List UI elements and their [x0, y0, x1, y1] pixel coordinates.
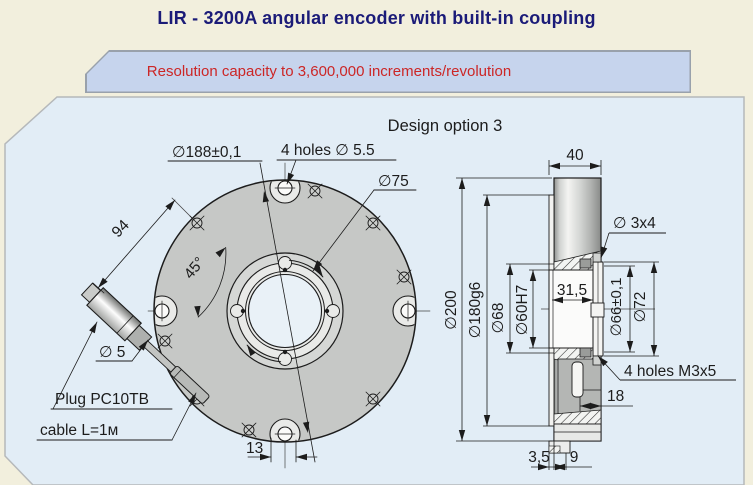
screw-top	[579, 258, 592, 269]
svg-text:40: 40	[566, 147, 584, 164]
hatch-bottom	[553, 347, 602, 372]
label-dia3x4: ∅ 3x4	[597, 215, 666, 259]
dim-31-5: 31,5	[552, 282, 593, 304]
svg-text:13: 13	[246, 440, 263, 457]
lower-interior	[557, 358, 602, 415]
svg-text:31,5: 31,5	[557, 282, 587, 299]
dim-dia60: ∅60H7	[514, 269, 549, 349]
dim-dia188: ∅188±0,1	[167, 144, 316, 463]
interior-slot	[571, 361, 584, 398]
svg-text:Plug PC10TB: Plug PC10TB	[55, 391, 149, 408]
resolution-banner-fill: Resolution capacity to 3,600,000 increme…	[86, 51, 690, 92]
dim-dia68: ∅68	[490, 263, 554, 354]
pilot-rim-top	[548, 194, 555, 271]
svg-text:∅188±0,1: ∅188±0,1	[172, 144, 241, 161]
bottom-tab	[553, 423, 602, 442]
side-view: 40 ∅ 3x4 ∅200 ∅180g6	[443, 147, 736, 471]
dim-dia180: ∅180g6	[467, 194, 549, 427]
svg-text:∅ 3x4: ∅ 3x4	[613, 215, 656, 232]
resolution-banner: Resolution capacity to 3,600,000 increme…	[85, 50, 691, 93]
coupling-plate	[592, 261, 604, 357]
diagonal-centerline	[171, 197, 286, 312]
bore	[548, 269, 594, 349]
dim-18: 18	[579, 388, 633, 411]
svg-text:9: 9	[570, 449, 579, 466]
svg-text:∅68: ∅68	[490, 303, 507, 334]
svg-text:∅180g6: ∅180g6	[467, 282, 484, 339]
center-key	[590, 302, 605, 318]
dim-3-5-and-9: 3,5 9	[528, 441, 592, 471]
cable-exit	[548, 440, 571, 454]
svg-text:cable L=1м: cable L=1м	[40, 422, 118, 439]
bolt-circle-holes	[157, 183, 412, 438]
svg-text:∅60H7: ∅60H7	[514, 285, 531, 336]
svg-text:4 holes ∅ 5.5: 4 holes ∅ 5.5	[281, 142, 375, 159]
label-plug: Plug PC10TB	[50, 320, 173, 410]
svg-text:∅72: ∅72	[632, 292, 649, 323]
label-dia75: ∅75	[310, 173, 417, 273]
label-dia5: ∅ 5	[95, 338, 151, 362]
lug-hole-ticks	[161, 187, 409, 435]
dim-dia72: ∅72	[604, 261, 659, 357]
svg-text:∅ 5: ∅ 5	[99, 344, 125, 361]
svg-text:∅75: ∅75	[378, 173, 409, 190]
svg-text:∅66±0,1: ∅66±0,1	[608, 278, 625, 337]
label-cable: cable L=1м	[36, 391, 199, 441]
svg-text:45°: 45°	[181, 254, 209, 282]
drawing-panel	[4, 96, 745, 485]
mounting-lugs	[155, 181, 415, 441]
hatch-bottom2	[553, 409, 602, 425]
plug-assembly	[80, 282, 210, 404]
svg-text:3,5: 3,5	[528, 449, 550, 466]
label-4holes: 4 holes ∅ 5.5	[276, 142, 397, 186]
pilot-rim-bottom	[548, 347, 555, 427]
dim-40: 40	[548, 147, 602, 175]
svg-text:4 holes M3x5: 4 holes M3x5	[624, 363, 716, 380]
resolution-banner-text: Resolution capacity to 3,600,000 increme…	[146, 63, 512, 80]
page-title: LIR - 3200A angular encoder with built-i…	[157, 8, 596, 28]
dim-94: 94	[92, 197, 178, 294]
lug-holes	[154, 180, 416, 442]
pin-bottom	[592, 355, 602, 366]
pin-top	[592, 252, 602, 263]
svg-text:94: 94	[109, 216, 133, 240]
dim-dia200: ∅200	[443, 177, 552, 442]
svg-text:∅200: ∅200	[443, 290, 460, 330]
hub	[226, 252, 344, 370]
housing-body	[553, 177, 602, 442]
design-option-label: Design option 3	[388, 117, 503, 135]
svg-text:18: 18	[607, 388, 624, 405]
dim-13: 13	[246, 437, 318, 463]
label-m3x5: 4 holes M3x5	[595, 353, 736, 381]
screw-bottom	[579, 347, 592, 358]
dim-dia66: ∅66±0,1	[604, 265, 635, 353]
front-view: ∅188±0,1 4 holes ∅ 5.5 ∅75 94	[36, 142, 431, 469]
dim-45deg: 45°	[181, 245, 228, 318]
encoder-disc	[153, 179, 417, 443]
hatch-top	[553, 250, 602, 272]
